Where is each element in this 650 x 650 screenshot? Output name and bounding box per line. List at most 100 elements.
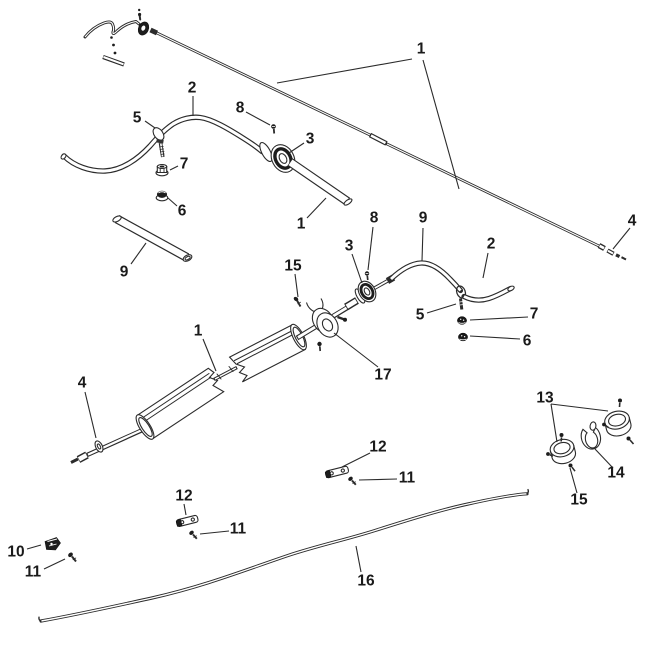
callout-label-6-17: 6 — [523, 333, 532, 350]
clamp-group-13-14 — [546, 398, 635, 472]
callout-label-3-4: 3 — [306, 131, 315, 148]
callout-label-5-2: 5 — [133, 110, 142, 127]
split-bushing-14 — [580, 421, 602, 450]
callout-label-9-13: 9 — [419, 210, 428, 227]
callout-leader-17 — [333, 332, 379, 368]
clamp-plate-12-left — [175, 514, 199, 527]
upper-handle-assembly — [60, 114, 353, 262]
callout-label-7-16: 7 — [530, 306, 539, 323]
callout-label-6-6: 6 — [178, 203, 187, 220]
screw-11-center — [348, 476, 357, 486]
callout-label-1-19: 1 — [194, 323, 203, 340]
shaft-end-washer-4 — [70, 425, 148, 464]
set-screw-8-middle — [364, 271, 370, 281]
callout-leader-6 — [167, 197, 178, 207]
callout-label-12-21: 12 — [369, 439, 386, 456]
flange-nut-7 — [155, 163, 169, 177]
clamp-screw-right-bottom — [626, 436, 635, 445]
ring-clamp-13-right — [604, 410, 632, 437]
callout-label-15-30: 15 — [570, 492, 588, 509]
callout-leader-4 — [84, 391, 97, 439]
callout-label-5-15: 5 — [416, 307, 425, 324]
clamp-17-screw — [317, 341, 322, 352]
callout-leader-13 — [550, 403, 609, 412]
callout-leader-14 — [594, 448, 614, 469]
bottom-hardware — [44, 465, 357, 563]
callout-leader-5 — [144, 120, 156, 129]
callout-leader-15 — [569, 467, 578, 494]
callout-leader-8 — [367, 226, 374, 271]
clamp-plate-12-center — [324, 465, 350, 479]
clamp-screw-left-top — [559, 433, 564, 442]
callout-leader-9 — [130, 242, 147, 265]
callout-leader-12 — [183, 503, 187, 516]
callout-leader-1 — [202, 338, 217, 372]
bearing-3-upper — [259, 141, 296, 173]
shaft-1-upper — [287, 158, 353, 206]
callout-leader-6 — [469, 335, 521, 340]
screw-11-left — [189, 530, 198, 540]
throttle-cable-assembly — [83, 8, 150, 67]
callout-label-2-1: 2 — [188, 80, 197, 97]
handle-tube-2 — [61, 114, 265, 174]
callout-label-4-20: 4 — [78, 375, 87, 392]
screw-15-middle — [293, 296, 302, 307]
callout-leader-7 — [469, 316, 529, 321]
callout-leader-10 — [26, 544, 42, 550]
clamp-screw-left-side — [546, 452, 554, 457]
grommet-screw — [138, 8, 142, 21]
callout-label-8-12: 8 — [370, 210, 379, 227]
tube-clamp-5 — [152, 127, 165, 158]
callout-leader-1 — [306, 197, 327, 219]
callout-leader-12 — [341, 452, 371, 468]
rod-end-fittings — [597, 243, 627, 261]
set-screw-8-upper — [271, 124, 276, 134]
screw-15-bottom-right — [568, 463, 576, 472]
flex-shaft-break — [213, 365, 238, 382]
callout-label-8-3: 8 — [236, 100, 245, 117]
callout-label-16-27: 16 — [357, 573, 375, 590]
callout-label-4-9: 4 — [628, 213, 637, 230]
callout-leader-5 — [426, 303, 457, 314]
callout-label-2-14: 2 — [487, 236, 496, 253]
callout-leader-15 — [294, 273, 299, 298]
flange-nut-7-middle — [457, 316, 467, 325]
cable-dots — [110, 36, 117, 55]
callout-leader-4 — [612, 227, 631, 250]
clamp-screw-right-top — [618, 398, 622, 408]
callout-label-14-29: 14 — [607, 465, 625, 482]
callout-label-1-0: 1 — [417, 41, 426, 58]
callout-leader-7 — [169, 165, 179, 171]
spacer-tube-9-upper — [112, 215, 193, 262]
callout-label-10-25: 10 — [7, 544, 24, 561]
callout-label-12-23: 12 — [175, 488, 192, 505]
clamp-screw-right-side — [602, 422, 609, 429]
callout-label-9-7: 9 — [120, 264, 129, 281]
throttle-rod — [149, 27, 627, 261]
callout-leader-13 — [550, 403, 558, 443]
callout-label-1-8: 1 — [297, 216, 306, 233]
callout-label-11-24: 11 — [230, 521, 247, 538]
callout-label-3-11: 3 — [345, 238, 354, 255]
callout-label-15-10: 15 — [284, 258, 302, 275]
callout-leader-1 — [422, 59, 460, 190]
callout-leader-9 — [421, 227, 424, 262]
small-pin — [102, 55, 125, 67]
curved-tube-9-middle — [385, 260, 464, 294]
callout-leader-1 — [276, 58, 413, 84]
bearing-3-middle — [354, 280, 377, 304]
callout-leader-3 — [288, 142, 305, 154]
callout-label-7-5: 7 — [180, 156, 189, 173]
nut-6-middle — [458, 332, 468, 342]
screw-11-bottom-left — [68, 552, 77, 563]
callout-label-17-18: 17 — [374, 367, 391, 384]
main-housing-assembly — [70, 260, 515, 464]
callout-leader-11 — [43, 558, 66, 570]
housing-tube-upper — [228, 323, 307, 383]
callout-leader-8 — [245, 111, 271, 126]
callout-leader-11 — [199, 530, 230, 535]
bent-tube-2-middle — [461, 285, 515, 303]
